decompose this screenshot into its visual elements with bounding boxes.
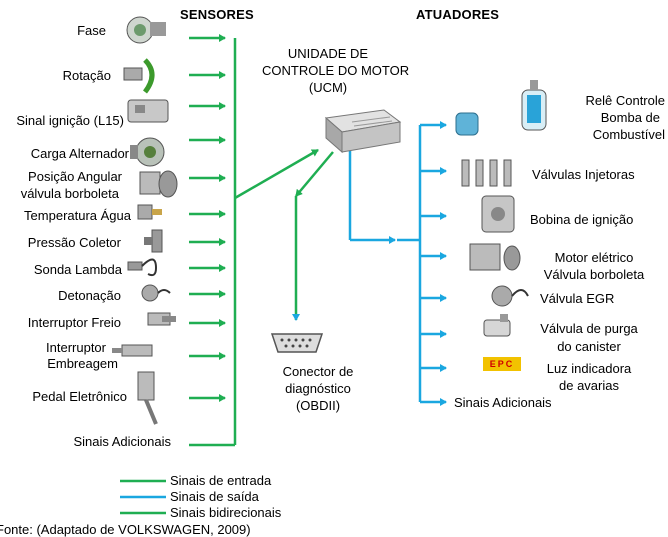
actuator-label: Válvulas Injetoras xyxy=(532,167,635,182)
sensor-label: Interruptor xyxy=(46,340,106,355)
injectors-icon xyxy=(461,159,512,187)
fuel-pump-icon xyxy=(521,80,547,131)
ignition-signal-icon xyxy=(127,99,169,123)
ucm-label-line3: (UCM) xyxy=(308,80,348,95)
sensor-label: Carga Alternador xyxy=(30,146,129,161)
ecu-icon xyxy=(324,109,402,154)
sensor-label: Sinais Adicionais xyxy=(73,434,171,449)
actuator-label: Válvula EGR xyxy=(540,291,615,306)
sensor-icons xyxy=(112,16,178,425)
sensors-header: SENSORES xyxy=(180,7,254,22)
actuator-label: Combustível xyxy=(592,127,665,142)
sensor-label: Fase xyxy=(77,23,106,38)
knock-sensor-icon xyxy=(141,284,171,302)
manifold-pressure-icon xyxy=(144,229,163,253)
actuators-header: ATUADORES xyxy=(416,7,500,22)
sensor-label: Sinal ignição (L15) xyxy=(16,113,124,128)
coolant-temperature-icon xyxy=(137,204,162,220)
alternator-icon xyxy=(130,137,165,167)
lambda-probe-icon xyxy=(127,258,158,277)
clutch-switch-icon xyxy=(112,344,153,357)
actuator-label: do canister xyxy=(557,339,621,354)
electronic-pedal-icon xyxy=(137,371,158,425)
legend-saida-label: Sinais de saída xyxy=(170,489,259,504)
sensor-label: válvula borboleta xyxy=(20,186,119,201)
throttle-motor-icon xyxy=(469,243,521,271)
ucm-label-line2: CONTROLE DO MOTOR xyxy=(262,63,410,78)
egr-valve-icon xyxy=(491,285,529,307)
sensor-label: Pedal Eletrônico xyxy=(32,389,127,404)
actuator-icons xyxy=(455,80,547,337)
epc-warning-icon: EPC xyxy=(483,357,521,371)
sensor-label: Posição Angular xyxy=(28,169,122,184)
sensor-label: Embreagem xyxy=(47,356,118,371)
actuator-label: Sinais Adicionais xyxy=(454,395,552,410)
actuator-label: Motor elétrico xyxy=(554,250,634,265)
source-caption: Fonte: (Adaptado de VOLKSWAGEN, 2009) xyxy=(0,522,251,537)
sensor-label: Detonação xyxy=(58,288,121,303)
sensor-label: Temperatura Água xyxy=(24,208,131,223)
sensor-label: Sonda Lambda xyxy=(33,262,122,277)
sensor-label: Rotação xyxy=(62,68,111,83)
connector-label-line3: (OBDII) xyxy=(295,398,341,413)
actuator-label: Válvula de purga xyxy=(540,321,638,336)
output-signal-lines xyxy=(348,121,447,406)
connector-label-line2: diagnóstico xyxy=(285,381,351,396)
purge-valve-icon xyxy=(483,314,511,337)
actuator-label: Bobina de ignição xyxy=(530,212,634,227)
actuator-label: Relê Controle xyxy=(585,93,666,108)
legend-entrada-label: Sinais de entrada xyxy=(170,473,272,488)
actuator-label: Bomba de xyxy=(600,110,660,125)
actuator-label: Luz indicadora xyxy=(546,361,632,376)
actuator-label: de avarias xyxy=(559,378,619,393)
actuator-label: Válvula borboleta xyxy=(543,267,645,282)
input-signal-lines xyxy=(189,34,319,447)
phase-sensor-icon xyxy=(126,16,166,44)
connector-label-line1: Conector de xyxy=(282,364,354,379)
rotation-sensor-icon xyxy=(123,58,155,94)
obd-connector-icon xyxy=(270,333,324,353)
ignition-coil-icon xyxy=(481,195,515,233)
legend xyxy=(120,479,166,515)
ucm-label-line1: UNIDADE DE xyxy=(287,46,369,61)
relay-icon xyxy=(455,112,479,136)
throttle-position-icon xyxy=(139,170,178,198)
sensor-label: Interruptor Freio xyxy=(27,315,121,330)
bidirectional-line xyxy=(292,151,334,321)
brake-switch-icon xyxy=(147,312,176,326)
legend-bidirecionais-label: Sinais bidirecionais xyxy=(170,505,282,520)
sensor-label: Pressão Coletor xyxy=(27,235,121,250)
